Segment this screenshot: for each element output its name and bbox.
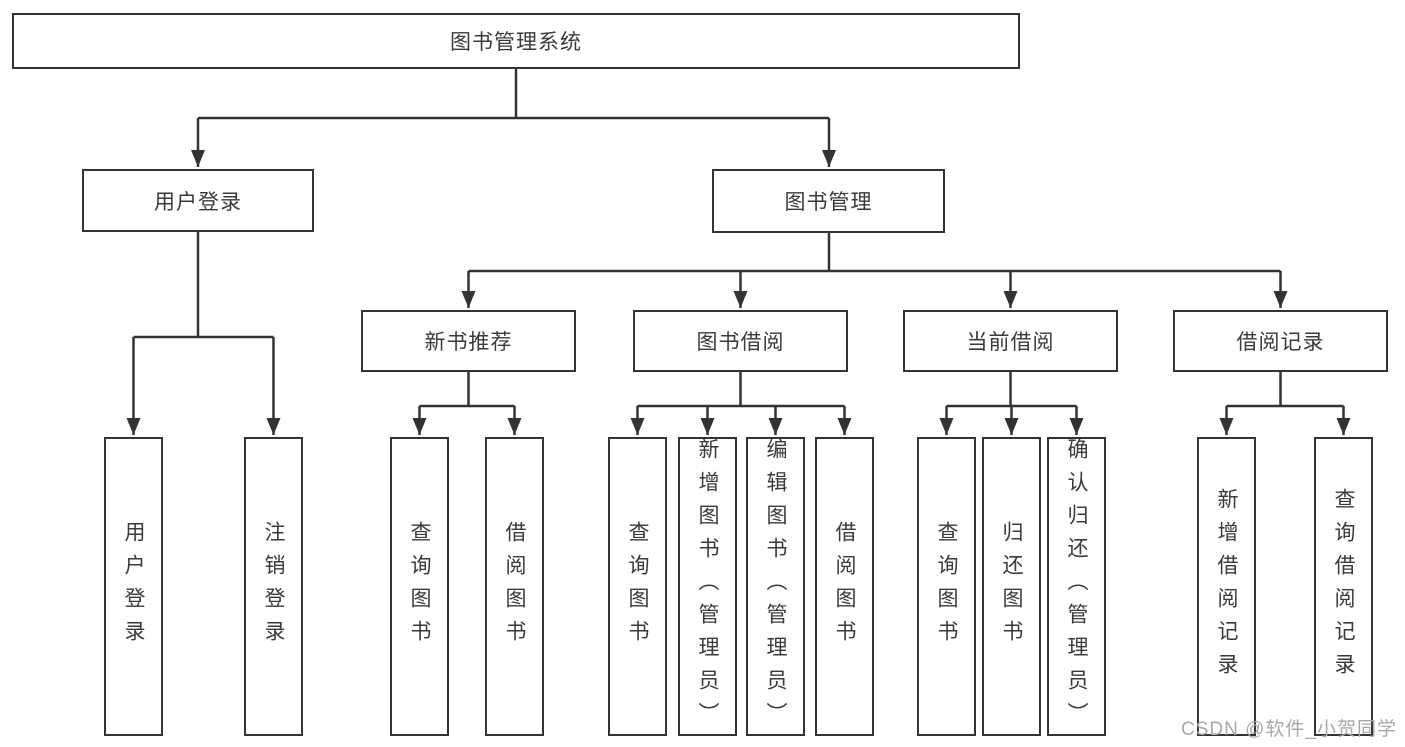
leaf-current-confirm-return-admin-label: 确认归还（管理员）: [1065, 438, 1088, 735]
leaf-borrow-query-books: 查询图书: [608, 437, 667, 736]
node-current-borrow: 当前借阅: [903, 310, 1118, 372]
node-new-book-recommend: 新书推荐: [361, 310, 576, 372]
leaf-borrow-borrow-books: 借阅图书: [815, 437, 874, 736]
node-borrow-records-label: 借阅记录: [1236, 331, 1325, 354]
csdn-watermark: CSDN @软件_小贺同学: [1181, 719, 1397, 740]
node-new-book-recommend-label: 新书推荐: [424, 331, 513, 354]
leaf-records-query-record-label: 查询借阅记录: [1332, 487, 1355, 686]
node-borrow-records: 借阅记录: [1173, 310, 1388, 372]
node-user-login: 用户登录: [82, 169, 314, 232]
node-user-login-label: 用户登录: [154, 190, 242, 214]
leaf-current-return-books-label: 归还图书: [1000, 520, 1023, 653]
leaf-records-add-record-label: 新增借阅记录: [1215, 487, 1238, 686]
leaf-borrow-edit-books-admin: 编辑图书（管理员）: [746, 437, 805, 736]
leaf-recommend-borrow-books: 借阅图书: [485, 437, 544, 736]
leaf-borrow-borrow-books-label: 借阅图书: [833, 520, 856, 653]
node-current-borrow-label: 当前借阅: [966, 331, 1055, 354]
leaf-current-query-books: 查询图书: [917, 437, 976, 736]
leaf-current-confirm-return-admin: 确认归还（管理员）: [1047, 437, 1106, 736]
node-root-system: 图书管理系统: [12, 13, 1020, 69]
node-root-label: 图书管理系统: [450, 31, 582, 54]
leaf-borrow-query-books-label: 查询图书: [626, 520, 649, 653]
leaf-user-login: 用户登录: [104, 437, 163, 736]
leaf-recommend-query-books: 查询图书: [390, 437, 449, 736]
leaf-recommend-query-books-label: 查询图书: [408, 520, 431, 653]
leaf-borrow-edit-books-admin-label: 编辑图书（管理员）: [764, 438, 787, 735]
leaf-borrow-add-books-admin: 新增图书（管理员）: [678, 437, 737, 736]
leaf-user-login-label: 用户登录: [122, 520, 145, 653]
node-book-borrow-label: 图书借阅: [696, 331, 785, 354]
node-book-borrow: 图书借阅: [633, 310, 848, 372]
leaf-logout-login: 注销登录: [244, 437, 303, 736]
leaf-logout-login-label: 注销登录: [262, 520, 285, 653]
leaf-borrow-add-books-admin-label: 新增图书（管理员）: [696, 438, 719, 735]
leaf-records-add-record: 新增借阅记录: [1197, 437, 1256, 736]
node-book-management-label: 图书管理: [784, 191, 873, 214]
node-book-management: 图书管理: [712, 169, 945, 233]
leaf-current-return-books: 归还图书: [982, 437, 1041, 736]
leaf-records-query-record: 查询借阅记录: [1314, 437, 1373, 736]
leaf-recommend-borrow-books-label: 借阅图书: [503, 520, 526, 653]
leaf-current-query-books-label: 查询图书: [935, 520, 958, 653]
